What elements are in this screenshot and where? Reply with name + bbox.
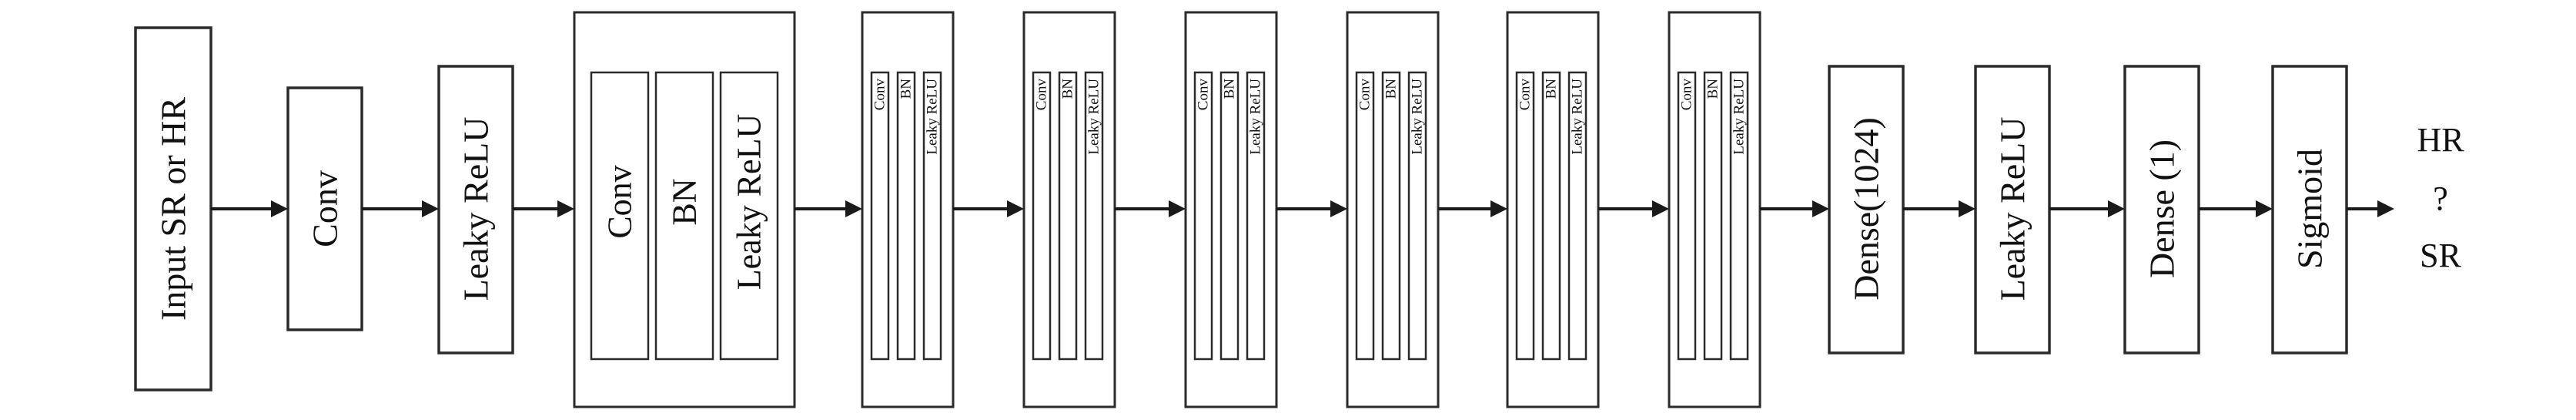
small-block-conv-bar bbox=[1515, 71, 1535, 361]
arrow bbox=[513, 200, 574, 217]
conv-node: Conv bbox=[286, 86, 363, 331]
arrow-head bbox=[557, 200, 574, 217]
small-block-relu-bar bbox=[1729, 71, 1749, 361]
small-block-conv-label: Conv bbox=[1196, 79, 1212, 111]
small-block-conv-label: Conv bbox=[1357, 79, 1373, 111]
arrow-head bbox=[1959, 200, 1975, 217]
small-block-conv-bar bbox=[1355, 71, 1375, 361]
arrow-head bbox=[1490, 200, 1507, 217]
block-conv-label: Conv bbox=[601, 165, 639, 238]
arrow-head bbox=[271, 200, 288, 217]
leaky-relu-2-label: Leaky ReLU bbox=[1993, 117, 2032, 301]
repeated-blocks: Conv BN Leaky ReLU Conv BN Leaky ReLU Conv BN Le… bbox=[861, 11, 1761, 408]
sigmoid-label: Sigmoid bbox=[2290, 149, 2330, 269]
sigmoid-node: Sigmoid bbox=[2271, 65, 2348, 354]
small-block-bn-bar bbox=[896, 71, 916, 361]
small-block-conv-bar bbox=[1193, 71, 1213, 361]
arrow bbox=[795, 200, 862, 217]
small-block-relu-label: Leaky ReLU bbox=[1410, 79, 1426, 155]
arrow bbox=[1438, 200, 1507, 217]
small-block-conv-label: Conv bbox=[1034, 79, 1050, 111]
arrow bbox=[2199, 200, 2273, 217]
small-block-bn-bar bbox=[1541, 71, 1561, 361]
arrow bbox=[1903, 200, 1975, 217]
small-block-relu-bar bbox=[1084, 71, 1104, 361]
dense-1024-node: Dense(1024) bbox=[1828, 65, 1905, 354]
small-block-relu-label: Leaky ReLU bbox=[1731, 79, 1748, 155]
block-bn-bar bbox=[654, 71, 714, 361]
arrow-head bbox=[1007, 200, 1024, 217]
arrow bbox=[1276, 200, 1347, 217]
small-block-relu-label: Leaky ReLU bbox=[1570, 79, 1586, 155]
small-block-relu-bar bbox=[1567, 71, 1587, 361]
arrow-head bbox=[1652, 200, 1669, 217]
small-block-relu-bar bbox=[1407, 71, 1427, 361]
arrow bbox=[953, 200, 1024, 217]
arrow-head bbox=[2256, 200, 2273, 217]
dense-1-label: Dense (1) bbox=[2143, 139, 2182, 278]
conv-bn-relu-block-small: Conv BN Leaky ReLU bbox=[1506, 11, 1600, 408]
small-block-conv-bar bbox=[1032, 71, 1052, 361]
block-relu-label: Leaky ReLU bbox=[731, 114, 768, 290]
conv-bn-relu-block-small: Conv BN Leaky ReLU bbox=[1184, 11, 1278, 408]
small-block-conv-bar bbox=[1677, 71, 1697, 361]
input-label: Input SR or HR bbox=[154, 97, 193, 321]
conv-bn-relu-block-large: Conv BN Leaky ReLU bbox=[573, 11, 796, 408]
arrow-head bbox=[422, 200, 439, 217]
small-block-conv-label: Conv bbox=[1517, 79, 1534, 111]
arrow-head bbox=[1169, 200, 1186, 217]
flow-arrows bbox=[211, 200, 2394, 217]
small-block-bn-bar bbox=[1703, 71, 1723, 361]
small-block-bn-bar bbox=[1058, 71, 1078, 361]
arrow bbox=[1760, 200, 1829, 217]
small-block-bn-label: BN bbox=[1222, 79, 1238, 99]
small-block-bn-label: BN bbox=[1383, 79, 1400, 99]
small-block-bn-label: BN bbox=[1705, 79, 1721, 99]
arrow bbox=[2347, 200, 2394, 217]
output-sr-label: SR bbox=[2420, 237, 2461, 274]
small-block-conv-label: Conv bbox=[872, 79, 888, 111]
arrow-head bbox=[2377, 200, 2394, 217]
conv-bn-relu-block-small: Conv BN Leaky ReLU bbox=[1022, 11, 1116, 408]
small-block-conv-bar bbox=[870, 71, 890, 361]
small-block-bn-bar bbox=[1219, 71, 1239, 361]
arrow-head bbox=[1812, 200, 1829, 217]
small-block-relu-label: Leaky ReLU bbox=[1086, 79, 1102, 155]
block-bn-label: BN bbox=[666, 178, 704, 225]
small-block-relu-label: Leaky ReLU bbox=[1248, 79, 1264, 155]
conv-bn-relu-block-small: Conv BN Leaky ReLU bbox=[1668, 11, 1761, 408]
leaky-relu-node: Leaky ReLU bbox=[437, 65, 514, 354]
arrow-head bbox=[2108, 200, 2125, 217]
small-block-bn-label: BN bbox=[898, 79, 915, 99]
arrow bbox=[211, 200, 288, 217]
leaky-relu-2-node: Leaky ReLU bbox=[1974, 65, 2051, 354]
arrow bbox=[1115, 200, 1186, 217]
conv-label: Conv bbox=[306, 170, 345, 247]
arrow bbox=[2049, 200, 2125, 217]
dense-1024-label: Dense(1024) bbox=[1847, 117, 1886, 301]
small-block-conv-label: Conv bbox=[1679, 79, 1695, 111]
block-conv-bar bbox=[590, 71, 650, 361]
small-block-bn-label: BN bbox=[1544, 79, 1560, 99]
block-relu-bar bbox=[719, 71, 779, 361]
leaky-relu-label: Leaky ReLU bbox=[457, 117, 496, 301]
small-block-bn-label: BN bbox=[1060, 79, 1076, 99]
arrow-head bbox=[845, 200, 862, 217]
small-block-relu-bar bbox=[1246, 71, 1266, 361]
arrow bbox=[1598, 200, 1669, 217]
output-question-label: ? bbox=[2433, 180, 2448, 217]
arrow-head bbox=[1330, 200, 1347, 217]
arrow bbox=[362, 200, 439, 217]
small-block-relu-bar bbox=[922, 71, 942, 361]
small-block-relu-label: Leaky ReLU bbox=[925, 79, 941, 155]
output-hr-label: HR bbox=[2417, 121, 2464, 159]
output-node: HR ? SR bbox=[2417, 121, 2464, 274]
conv-bn-relu-block-small: Conv BN Leaky ReLU bbox=[861, 11, 955, 408]
conv-bn-relu-block-small: Conv BN Leaky ReLU bbox=[1346, 11, 1440, 408]
dense-1-node: Dense (1) bbox=[2123, 65, 2200, 354]
input-node: Input SR or HR bbox=[134, 26, 212, 391]
small-block-bn-bar bbox=[1381, 71, 1401, 361]
